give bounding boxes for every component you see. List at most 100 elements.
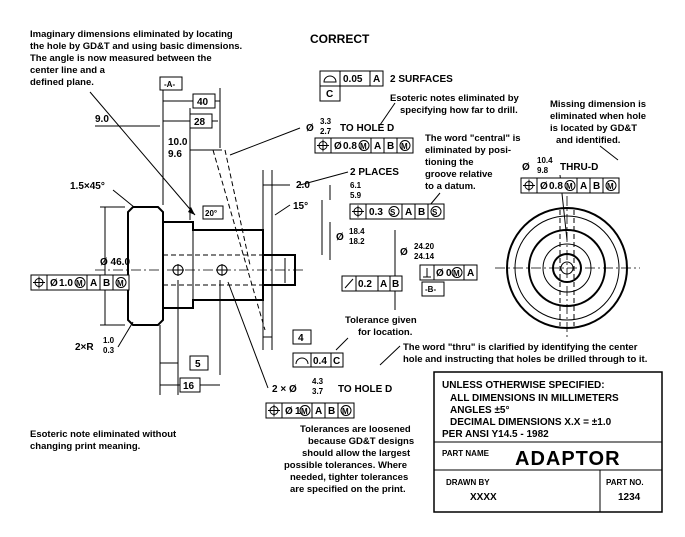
svg-text:2.7: 2.7 [320,127,332,136]
svg-text:A: A [315,406,322,417]
part-no-label: PART NO. [606,478,644,487]
svg-text:S: S [432,208,438,217]
svg-text:M: M [76,279,83,288]
svg-text:2 PLACES: 2 PLACES [350,167,399,178]
arrowhead [188,207,195,215]
svg-text:Ø: Ø [50,278,58,289]
dim-2.0: 2.0 [263,180,310,191]
svg-text:9.8: 9.8 [537,166,549,175]
svg-text:18.2: 18.2 [349,237,365,246]
dim-16: 16 [160,377,220,393]
dim-dia-24: Ø 24.20 24.14 [394,230,435,310]
svg-text:B: B [593,181,600,192]
part-no: 1234 [618,492,641,503]
part-end-view [495,196,640,340]
svg-text:The angle is now measured betw: The angle is now measured between the [30,53,212,64]
svg-text:B: B [387,141,394,152]
note-esoteric-drill: Esoteric notes eliminated by specifying … [379,93,520,126]
svg-text:B: B [392,279,399,290]
note-tolerance-location: Tolerance given for location. [335,315,417,351]
svg-text:A: A [405,207,412,218]
svg-text:3.7: 3.7 [312,387,324,396]
svg-text:0.3: 0.3 [369,207,383,218]
part-side-view [95,149,305,331]
svg-text:eliminated when hole: eliminated when hole [550,111,646,122]
svg-text:0: 0 [446,268,452,279]
svg-text:1.5×45°: 1.5×45° [70,181,105,192]
svg-text:TO HOLE D: TO HOLE D [338,384,392,395]
svg-text:Esoteric note eliminated witho: Esoteric note eliminated without [30,429,177,440]
svg-text:24.20: 24.20 [414,242,435,251]
svg-text:10.4: 10.4 [537,156,553,165]
svg-text:to a datum.: to a datum. [425,181,476,192]
svg-text:20°: 20° [205,209,217,218]
svg-text:Ø: Ø [334,141,342,152]
svg-text:center line and a: center line and a [30,65,106,76]
svg-text:1: 1 [295,406,301,417]
svg-text:C: C [333,356,340,367]
svg-text:A: A [467,268,474,279]
tb-line-1: UNLESS OTHERWISE SPECIFIED: [442,380,605,391]
svg-text:specifying how far to drill.: specifying how far to drill. [400,105,518,116]
svg-text:A: A [580,181,587,192]
tb-line-3: ANGLES ±5° [450,405,510,416]
svg-text:the hole by GD&T and using bas: the hole by GD&T and using basic dimensi… [30,41,242,52]
fcf-left: Ø 1.0 M A B M [30,274,130,291]
svg-text:defined plane.: defined plane. [30,77,94,88]
svg-text:A: A [374,141,381,152]
svg-text:5: 5 [195,359,201,370]
fcf-perpendicularity: Ø 0 M A -B- [419,264,478,297]
fcf-lower-hole: Ø 1 M A B M [265,402,355,419]
svg-text:18.4: 18.4 [349,227,365,236]
svg-text:0.2: 0.2 [358,279,372,290]
svg-text:M: M [607,182,614,191]
fcf-upper-hole: Ø 0.8 M A B M [314,137,414,154]
svg-text:Tolerances are loosened: Tolerances are loosened [300,424,411,435]
svg-text:The word "central" is: The word "central" is [425,133,521,144]
leader-imaginary [89,91,196,216]
svg-text:C: C [326,89,333,100]
svg-text:The word "thru" is clarified b: The word "thru" is clarified by identify… [403,342,638,353]
svg-text:16: 16 [183,381,195,392]
svg-text:0.3: 0.3 [103,346,115,355]
svg-text:should allow the largest: should allow the largest [302,448,411,459]
svg-text:Ø: Ø [540,181,548,192]
svg-text:0.8: 0.8 [549,181,563,192]
svg-text:eliminated by posi-: eliminated by posi- [425,145,511,156]
svg-text:28: 28 [194,117,206,128]
svg-text:possible tolerances. Where: possible tolerances. Where [284,460,407,471]
drawn-by-label: DRAWN BY [446,478,490,487]
drawing-title: CORRECT [310,32,370,46]
svg-text:5.9: 5.9 [350,191,362,200]
svg-text:A: A [373,74,380,85]
svg-text:2 × Ø: 2 × Ø [272,384,297,395]
note-thru: The word "thru" is clarified by identify… [379,342,647,366]
svg-text:2 SURFACES: 2 SURFACES [390,74,453,85]
svg-text:B: B [103,278,110,289]
svg-text:TO HOLE D: TO HOLE D [340,123,394,134]
svg-text:Ø: Ø [400,247,408,258]
part-name-label: PART NAME [442,449,490,458]
svg-text:40: 40 [197,97,209,108]
svg-text:6.1: 6.1 [350,181,362,190]
note-central: The word "central" is eliminated by posi… [425,133,521,206]
svg-text:because GD&T designs: because GD&T designs [308,436,414,447]
svg-text:0.8: 0.8 [343,141,357,152]
dim-dia-46: Ø 46.0 [100,207,130,325]
callout-upper-hole: Ø 3.3 2.7 TO HOLE D [229,117,394,156]
fcf-thru-hole: Ø 0.8 M A B M [520,177,620,194]
svg-text:4: 4 [298,333,304,344]
note-missing: Missing dimension is eliminated when hol… [550,99,646,161]
dim-6.1-5.9: 6.1 5.9 [321,181,362,255]
svg-text:hole and instructing that hole: hole and instructing that holes be drill… [403,354,647,365]
svg-text:groove relative: groove relative [425,169,493,180]
dim-radius: 2×R 1.0 0.3 [75,321,134,355]
svg-text:A: A [380,279,387,290]
tb-line-5: PER ANSI Y14.5 - 1982 [442,429,549,440]
svg-text:B: B [418,207,425,218]
svg-text:Imaginary dimensions eliminate: Imaginary dimensions eliminated by locat… [30,29,233,40]
datum-a-box: -A- [159,76,183,91]
svg-text:Tolerance given: Tolerance given [345,315,417,326]
